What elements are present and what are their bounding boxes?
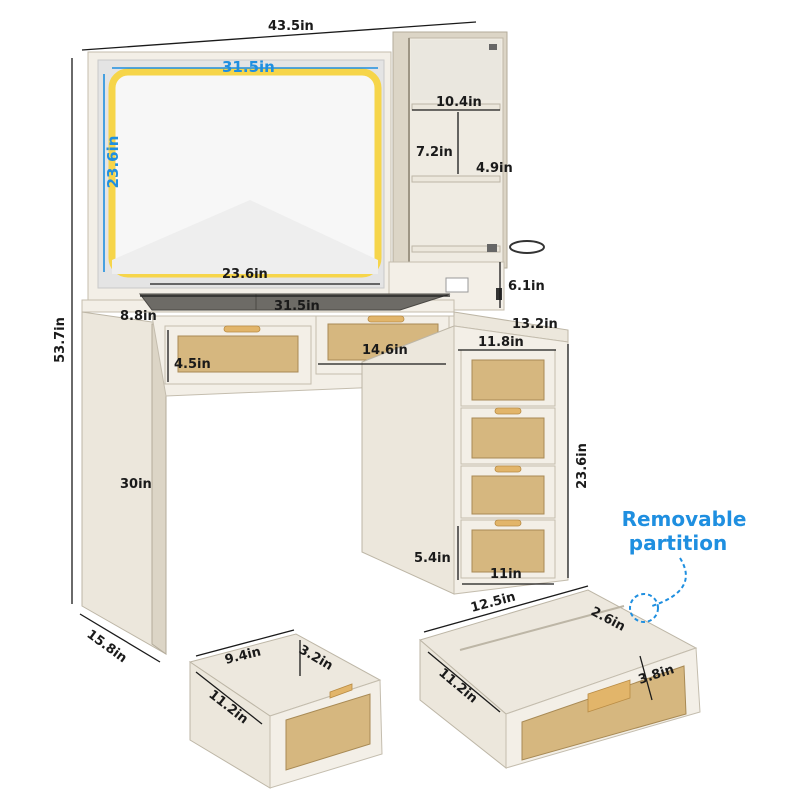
drawer-cabinet	[361, 325, 569, 595]
dimension-lines	[71, 21, 687, 725]
callout-line2: partition	[629, 531, 728, 555]
partition-highlight	[629, 593, 659, 623]
tabletop	[81, 293, 569, 343]
label-base-depth: 15.8in	[84, 627, 130, 666]
label-cabinet-height: 23.6in	[575, 443, 590, 489]
left-leg	[81, 311, 167, 655]
label-mirror-width: 31.5in	[222, 58, 275, 76]
label-lower-drawer-height: 5.4in	[414, 551, 451, 566]
label-leg-height: 30in	[120, 477, 152, 492]
label-desk-width: 31.5in	[274, 299, 320, 314]
mirror	[87, 51, 392, 301]
label-overall-height: 53.7in	[53, 317, 68, 363]
label-upper-drawer-height: 4.5in	[174, 357, 211, 372]
label-shelf-height: 7.2in	[416, 145, 453, 160]
power-outlet	[445, 277, 469, 293]
small-drawer	[188, 633, 383, 789]
label-lower-drawer-width: 11in	[490, 567, 522, 582]
callout-line1: Removable	[622, 507, 747, 531]
upper-drawers	[151, 315, 455, 397]
label-cabinet-depth: 13.2in	[512, 317, 558, 332]
label-mirror-height: 23.6in	[104, 136, 122, 189]
label-desk-depth: 8.8in	[120, 309, 157, 324]
label-shelf-depth: 4.9in	[476, 161, 513, 176]
label-overall-width: 43.5in	[268, 19, 314, 34]
large-drawer	[418, 589, 701, 770]
shelf-tower	[392, 31, 545, 269]
label-outlet-height: 6.1in	[508, 279, 545, 294]
label-cabinet-width: 11.8in	[478, 335, 524, 350]
label-upper-drawer-width: 14.6in	[362, 343, 408, 358]
label-glass-top-width: 23.6in	[222, 267, 268, 282]
hair-dryer-holder	[509, 240, 545, 254]
label-shelf-width: 10.4in	[436, 95, 482, 110]
